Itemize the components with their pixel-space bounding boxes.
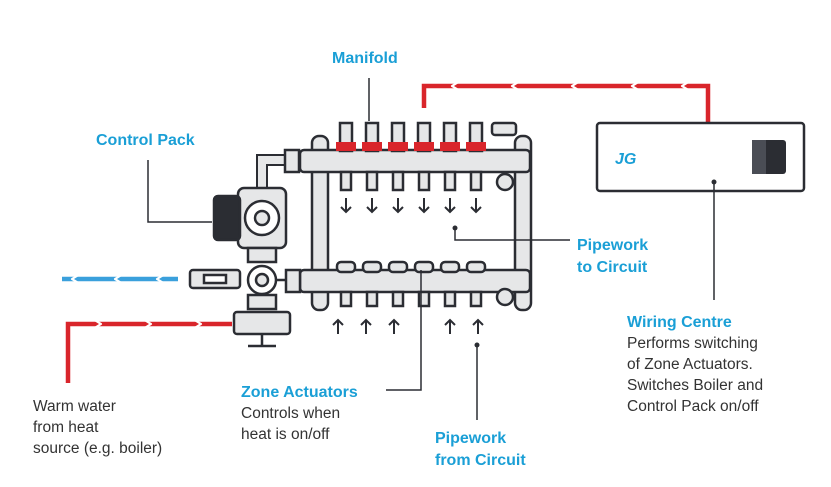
valve-icon — [246, 264, 278, 296]
wiring-centre-title: Wiring Centre — [627, 314, 732, 331]
pipework-from-circuit-label: Pipework from Circuit — [435, 428, 526, 472]
manifold — [298, 121, 533, 312]
pump-icon — [212, 194, 281, 242]
warm-water-line-3: source (e.g. boiler) — [33, 440, 163, 457]
zone-actuators-label: Zone Actuators Controls when heat is on/… — [241, 382, 358, 445]
leader-lines — [147, 78, 715, 420]
warm-water-line-2: from heat — [33, 419, 99, 436]
pipework-from-circuit-line-1: Pipework — [435, 430, 507, 447]
cold-return-pipe — [62, 272, 178, 286]
wiring-centre-label: Wiring Centre Performs switching of Zone… — [627, 312, 763, 417]
hot-pipe-to-wiring-centre — [421, 79, 711, 123]
pipework-from-circuit-line-2: from Circuit — [435, 452, 526, 469]
wiring-centre-box: JG — [595, 121, 806, 193]
pipework-to-circuit-line-2: to Circuit — [577, 259, 648, 276]
pipework-to-circuit-line-1: Pipework — [577, 237, 649, 254]
zone-actuators-title: Zone Actuators — [241, 384, 358, 401]
control-pack — [188, 148, 302, 348]
down-arrow-icon — [340, 198, 482, 214]
wiring-centre-line-4: Control Pack on/off — [627, 398, 759, 415]
up-arrow-icon — [332, 318, 484, 334]
zone-actuators-line-1: Controls when — [241, 405, 341, 422]
warm-water-line-1: Warm water — [33, 398, 116, 415]
wiring-centre-line-3: Switches Boiler and — [627, 377, 764, 394]
warm-water-label: Warm water from heat source (e.g. boiler… — [33, 396, 162, 459]
wiring-centre-line-1: Performs switching — [627, 335, 758, 352]
leader-dots — [452, 179, 717, 348]
warm-water-inlet-pipe — [65, 317, 232, 383]
manifold-label: Manifold — [332, 50, 398, 67]
zone-actuators-line-2: heat is on/off — [241, 426, 330, 443]
wiring-centre-line-2: of Zone Actuators. — [627, 356, 753, 373]
control-pack-label: Control Pack — [96, 132, 195, 149]
pipework-to-circuit-label: Pipework to Circuit — [577, 235, 648, 279]
jg-logo-icon: JG — [615, 151, 636, 168]
